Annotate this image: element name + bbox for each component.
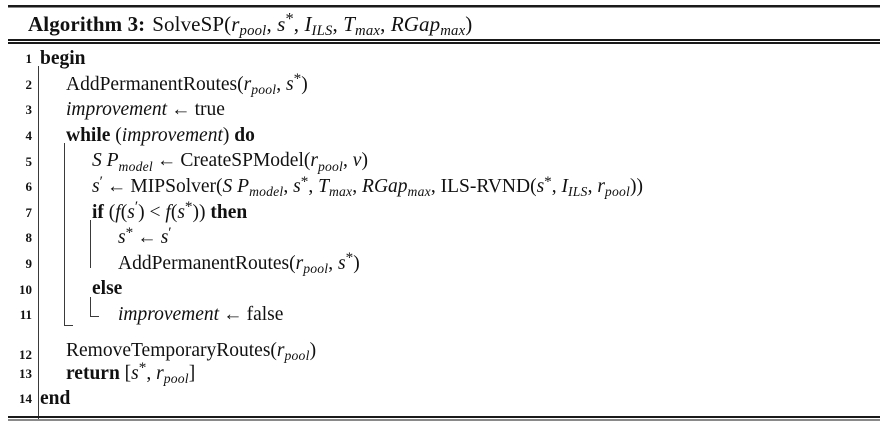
line-content: improvement←true bbox=[66, 99, 225, 121]
line-content: s*←s′ bbox=[118, 223, 172, 249]
line-number: 10 bbox=[19, 281, 32, 297]
line-content: improvement←false bbox=[118, 303, 284, 325]
keyword-if: if bbox=[92, 201, 104, 223]
assign-symbol: ← bbox=[106, 176, 127, 198]
call-create-sp-model: CreateSPModel bbox=[180, 150, 304, 172]
line-number: 5 bbox=[25, 153, 33, 169]
line-number: 6 bbox=[25, 179, 33, 195]
algorithm-line: 2 AddPermanentRoutes(rpool, s*) bbox=[0, 70, 889, 98]
keyword-return: return bbox=[66, 362, 120, 384]
call-mip-solver: MIPSolver bbox=[130, 176, 217, 198]
algorithm-line: 7 if (f(s′) < f(s*)) then bbox=[0, 198, 889, 226]
top-rule bbox=[8, 5, 880, 8]
line-number: 4 bbox=[25, 128, 33, 144]
literal-false: false bbox=[246, 303, 284, 325]
algorithm-line: 9 AddPermanentRoutes(rpool, s*) bbox=[0, 249, 889, 277]
keyword-do: do bbox=[234, 124, 255, 146]
line-number: 1 bbox=[25, 51, 33, 67]
algorithm-line: 11 improvement←false bbox=[0, 302, 889, 328]
line-content: while (improvement) do bbox=[66, 124, 255, 146]
call-ils-rvnd: ILS-RVND bbox=[440, 176, 531, 198]
line-content: if (f(s′) < f(s*)) then bbox=[92, 198, 248, 223]
algorithm-title: Algorithm 3: SolveSP(rpool, s*, IILS, Tm… bbox=[28, 8, 473, 39]
keyword-then: then bbox=[210, 201, 248, 223]
line-content: AddPermanentRoutes(rpool, s*) bbox=[118, 249, 360, 276]
algorithm-line: 4 while (improvement) do bbox=[0, 123, 889, 149]
line-number: 8 bbox=[25, 230, 33, 246]
line-number: 14 bbox=[19, 391, 32, 407]
line-number: 3 bbox=[25, 102, 33, 118]
title-separator-rule bbox=[8, 39, 880, 44]
indent-guide-level-1 bbox=[38, 66, 39, 419]
line-number: 12 bbox=[19, 346, 32, 362]
keyword-end: end bbox=[40, 388, 71, 410]
algorithm-line: 10 else bbox=[0, 276, 889, 302]
algorithm-line: 1 begin bbox=[0, 46, 889, 72]
algorithm-line: 3 improvement←true bbox=[0, 97, 889, 123]
keyword-else: else bbox=[92, 278, 123, 300]
call-remove-temporary-routes: RemoveTemporaryRoutes bbox=[66, 340, 271, 362]
algorithm-line: 12 RemoveTemporaryRoutes(rpool) bbox=[0, 328, 889, 364]
algorithm-line: 13 return [s*, rpool] bbox=[0, 359, 889, 387]
algorithm-line: 5 S Pmodel←CreateSPModel(rpool, v) bbox=[0, 148, 889, 174]
line-number: 11 bbox=[19, 307, 32, 323]
indent-guide-level-3-else bbox=[90, 297, 99, 317]
less-than-symbol: < bbox=[149, 201, 161, 223]
algorithm-name: SolveSP bbox=[152, 11, 225, 36]
line-content: begin bbox=[34, 49, 86, 69]
line-content: end bbox=[34, 389, 70, 409]
call-add-permanent-routes: AddPermanentRoutes bbox=[66, 73, 238, 95]
line-number: 13 bbox=[19, 365, 32, 381]
line-number: 7 bbox=[25, 204, 33, 220]
algorithm-line: 14 end bbox=[0, 386, 889, 412]
call-add-permanent-routes: AddPermanentRoutes bbox=[118, 252, 290, 274]
line-content: s′←MIPSolver(S Pmodel, s*, Tmax, RGapmax… bbox=[92, 172, 643, 200]
line-content: AddPermanentRoutes(rpool, s*) bbox=[66, 70, 308, 97]
line-content: else bbox=[86, 279, 122, 299]
indent-guide-level-3-if bbox=[90, 220, 91, 268]
algorithm-line: 6 s′←MIPSolver(S Pmodel, s*, Tmax, RGapm… bbox=[0, 174, 889, 200]
bottom-rule bbox=[8, 416, 880, 421]
assign-symbol: ← bbox=[156, 150, 177, 172]
algorithm-body: 1 begin 2 AddPermanentRoutes(rpool, s*) … bbox=[0, 46, 889, 419]
algorithm-signature: SolveSP(rpool, s*, IILS, Tmax, RGapmax) bbox=[152, 8, 473, 39]
line-content: RemoveTemporaryRoutes(rpool) bbox=[66, 340, 317, 364]
line-number: 2 bbox=[25, 76, 33, 92]
assign-symbol: ← bbox=[171, 99, 191, 121]
keyword-while: while bbox=[66, 124, 111, 146]
line-content: return [s*, rpool] bbox=[66, 359, 196, 386]
algorithm-label: Algorithm 3: bbox=[28, 11, 146, 36]
assign-symbol: ← bbox=[223, 303, 243, 325]
assign-symbol: ← bbox=[137, 227, 157, 249]
indent-guide-level-2-while bbox=[64, 143, 73, 326]
line-content: S Pmodel←CreateSPModel(rpool, v) bbox=[92, 150, 368, 174]
keyword-begin: begin bbox=[40, 48, 86, 70]
line-number: 9 bbox=[25, 256, 33, 272]
literal-true: true bbox=[194, 99, 225, 121]
algorithm-line: 8 s*←s′ bbox=[0, 225, 889, 251]
